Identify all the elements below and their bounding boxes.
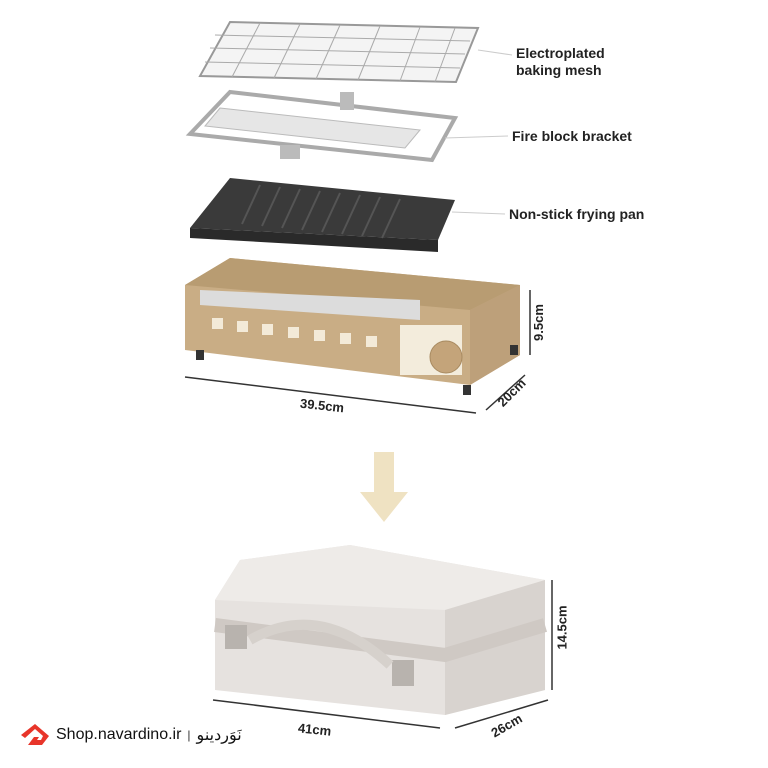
brand-separator: | — [187, 728, 191, 742]
navardino-logo-icon — [21, 724, 49, 745]
brand-name-fa: نَوَردینو — [196, 727, 242, 744]
frying-pan — [190, 178, 455, 252]
case-dimension-lines — [212, 580, 553, 729]
brand-site: Shop.navardino.ir — [56, 726, 182, 743]
grill-body — [185, 258, 520, 395]
arrow-down-icon — [360, 452, 408, 522]
grill-height: 9.5cm — [530, 304, 546, 341]
label-frying-pan: Non-stick frying pan — [509, 206, 645, 222]
carry-case — [214, 545, 548, 715]
baking-mesh — [198, 20, 480, 84]
label-fire-block-bracket: Fire block bracket — [512, 128, 632, 144]
fire-block-bracket — [185, 89, 459, 163]
grill-dimension-lines — [184, 290, 531, 414]
brand-footer: Shop.navardino.ir | نَوَردینو — [20, 723, 242, 747]
case-height: 14.5cm — [554, 605, 570, 650]
label-baking-mesh: Electroplated baking mesh — [516, 45, 605, 78]
